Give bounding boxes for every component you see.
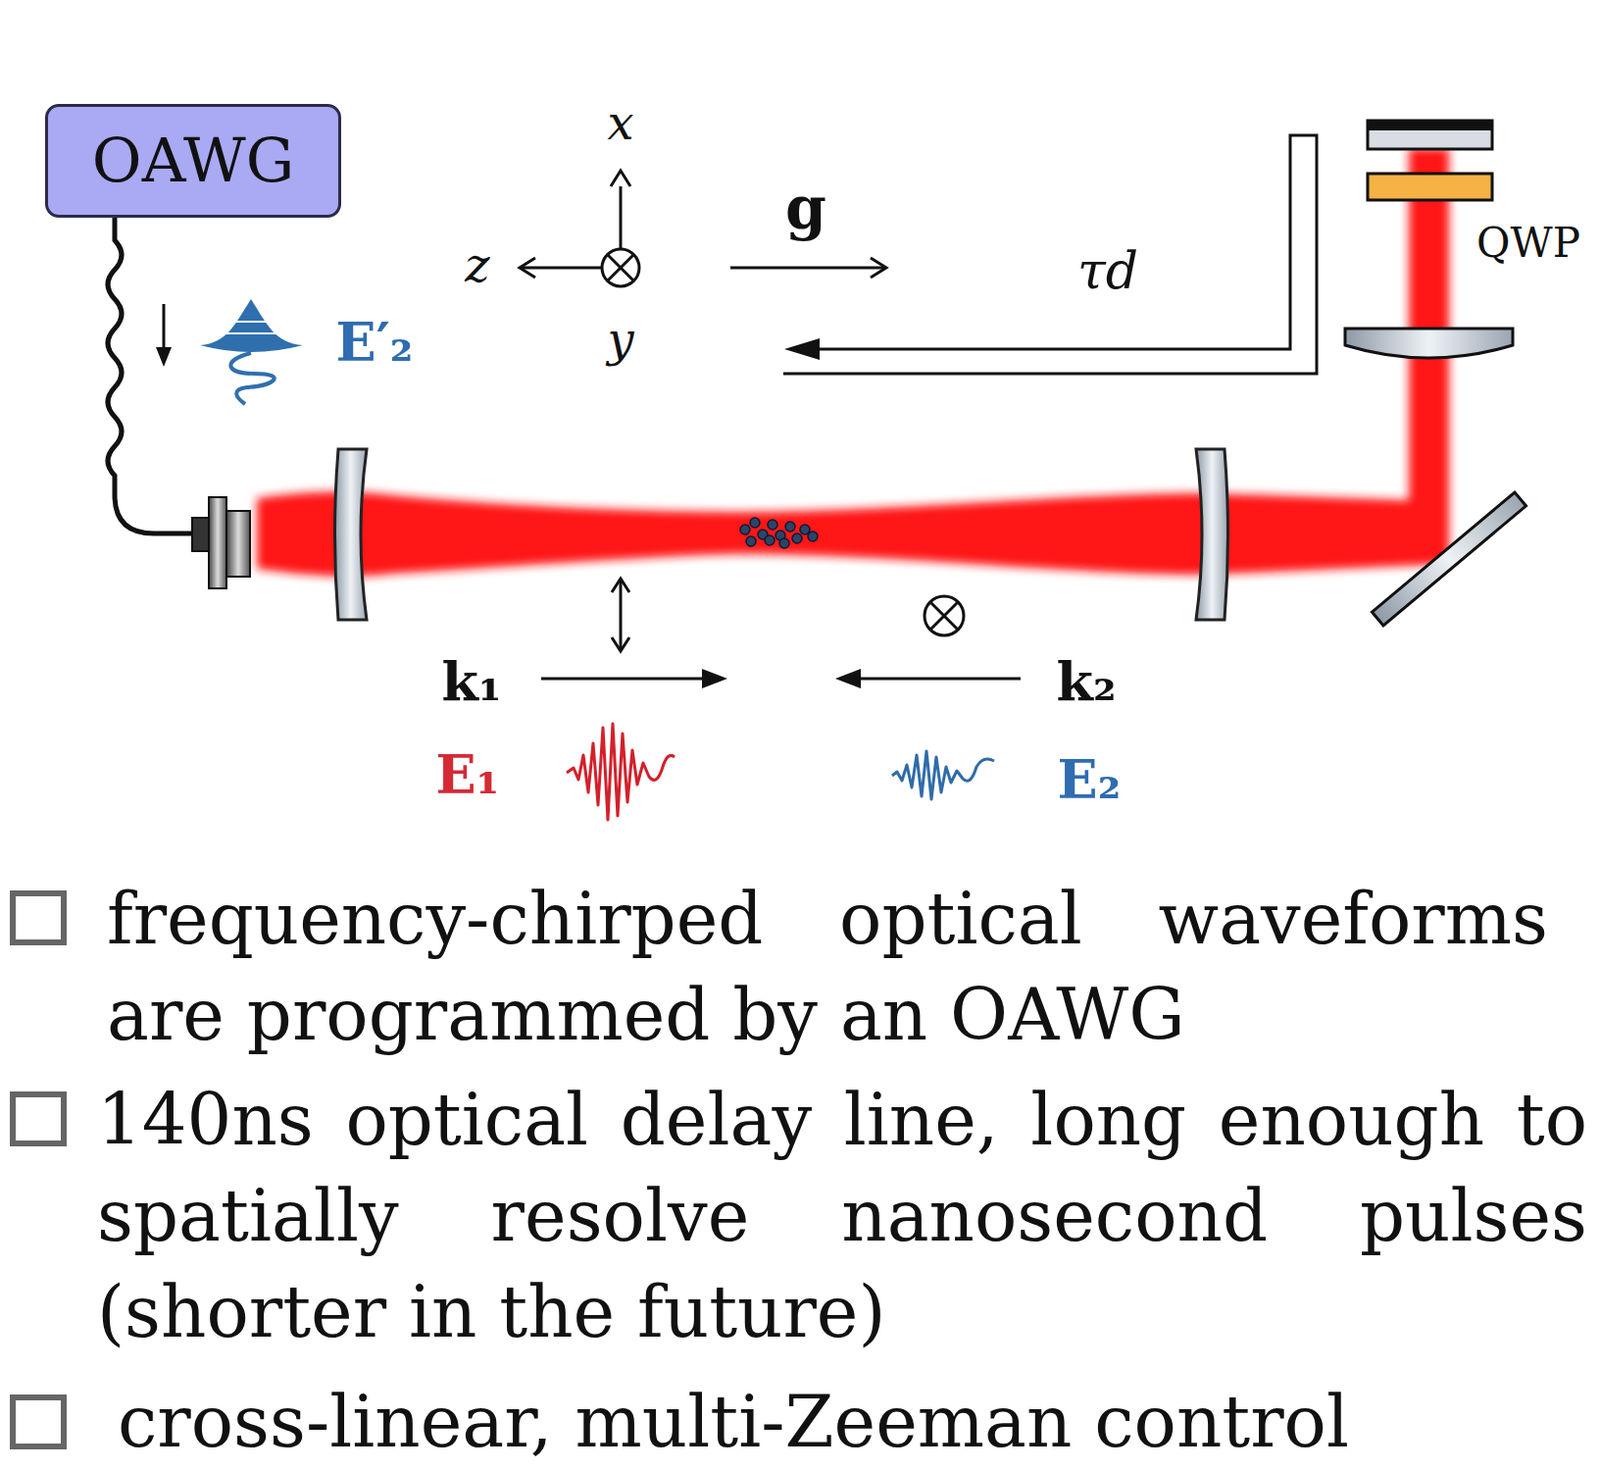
arrow-head [611, 637, 630, 651]
axis-label: x [606, 97, 634, 150]
field-label: E₁ [436, 746, 500, 804]
pulse-icon [200, 299, 303, 352]
fiber-coupler [226, 510, 250, 577]
mirror [1367, 120, 1493, 150]
delay-label: τd [1077, 243, 1139, 300]
axis [521, 266, 602, 270]
wavevector-label: k₁ [441, 652, 501, 711]
pulse-waveform [566, 723, 675, 820]
into-page-symbol [930, 601, 958, 630]
bullet-text: frequency-chirped optical waveforms are … [106, 870, 1549, 1063]
arrow-head [611, 578, 630, 593]
bullet-square [12, 893, 64, 943]
fiber-coupler [192, 517, 210, 551]
box-text: OAWG [92, 127, 295, 195]
lens [1345, 328, 1513, 358]
mirror [1367, 120, 1493, 131]
field-label: E₂ [1057, 750, 1122, 809]
field-label: E′₂ [335, 313, 413, 372]
into-page-symbol [607, 254, 634, 281]
pulse-icon [231, 320, 271, 323]
arrow-head [701, 668, 728, 689]
component-label: QWP [1476, 220, 1581, 266]
arrow-head [835, 668, 861, 689]
generator-box: OAWG [45, 103, 342, 218]
pulse-waveform [892, 750, 995, 800]
bullet-square [12, 1094, 64, 1144]
atom-cloud [740, 517, 818, 549]
arrow-head [784, 338, 820, 360]
axis-label: z [464, 239, 490, 292]
laser-beam [256, 148, 1450, 577]
bullet-text: 140ns optical delay line, long enough to… [97, 1071, 1588, 1360]
wavevector-label: k₂ [1055, 652, 1116, 711]
gravity-label: g [785, 175, 827, 241]
cavity-mirror [1196, 449, 1229, 620]
arrow-head [519, 257, 536, 278]
quarter-wave-plate [1367, 173, 1493, 200]
into-page-symbol [607, 254, 634, 281]
optical-fiber [107, 217, 197, 534]
into-page-symbol [601, 249, 640, 287]
axis-label: y [606, 313, 634, 366]
pulse-icon [230, 352, 274, 404]
cavity-mirror [335, 449, 368, 620]
into-page-symbol [930, 601, 958, 630]
into-page-symbol [924, 596, 964, 636]
pulse-icon [221, 332, 281, 335]
delay-line [783, 135, 1317, 374]
arrow-head [155, 347, 172, 367]
arrow [849, 677, 1021, 681]
bullet-square [12, 1397, 64, 1447]
arrow [730, 266, 885, 270]
arrow [162, 303, 166, 351]
mirror [1371, 492, 1526, 626]
arrow-head [870, 257, 887, 278]
polarization-arrow [619, 580, 623, 650]
bullet-text: cross-linear, multi-Zeeman control [117, 1376, 1589, 1467]
fiber-coupler [208, 497, 227, 589]
axis [619, 186, 623, 250]
arrow [541, 677, 714, 681]
arrow-head [610, 170, 631, 187]
